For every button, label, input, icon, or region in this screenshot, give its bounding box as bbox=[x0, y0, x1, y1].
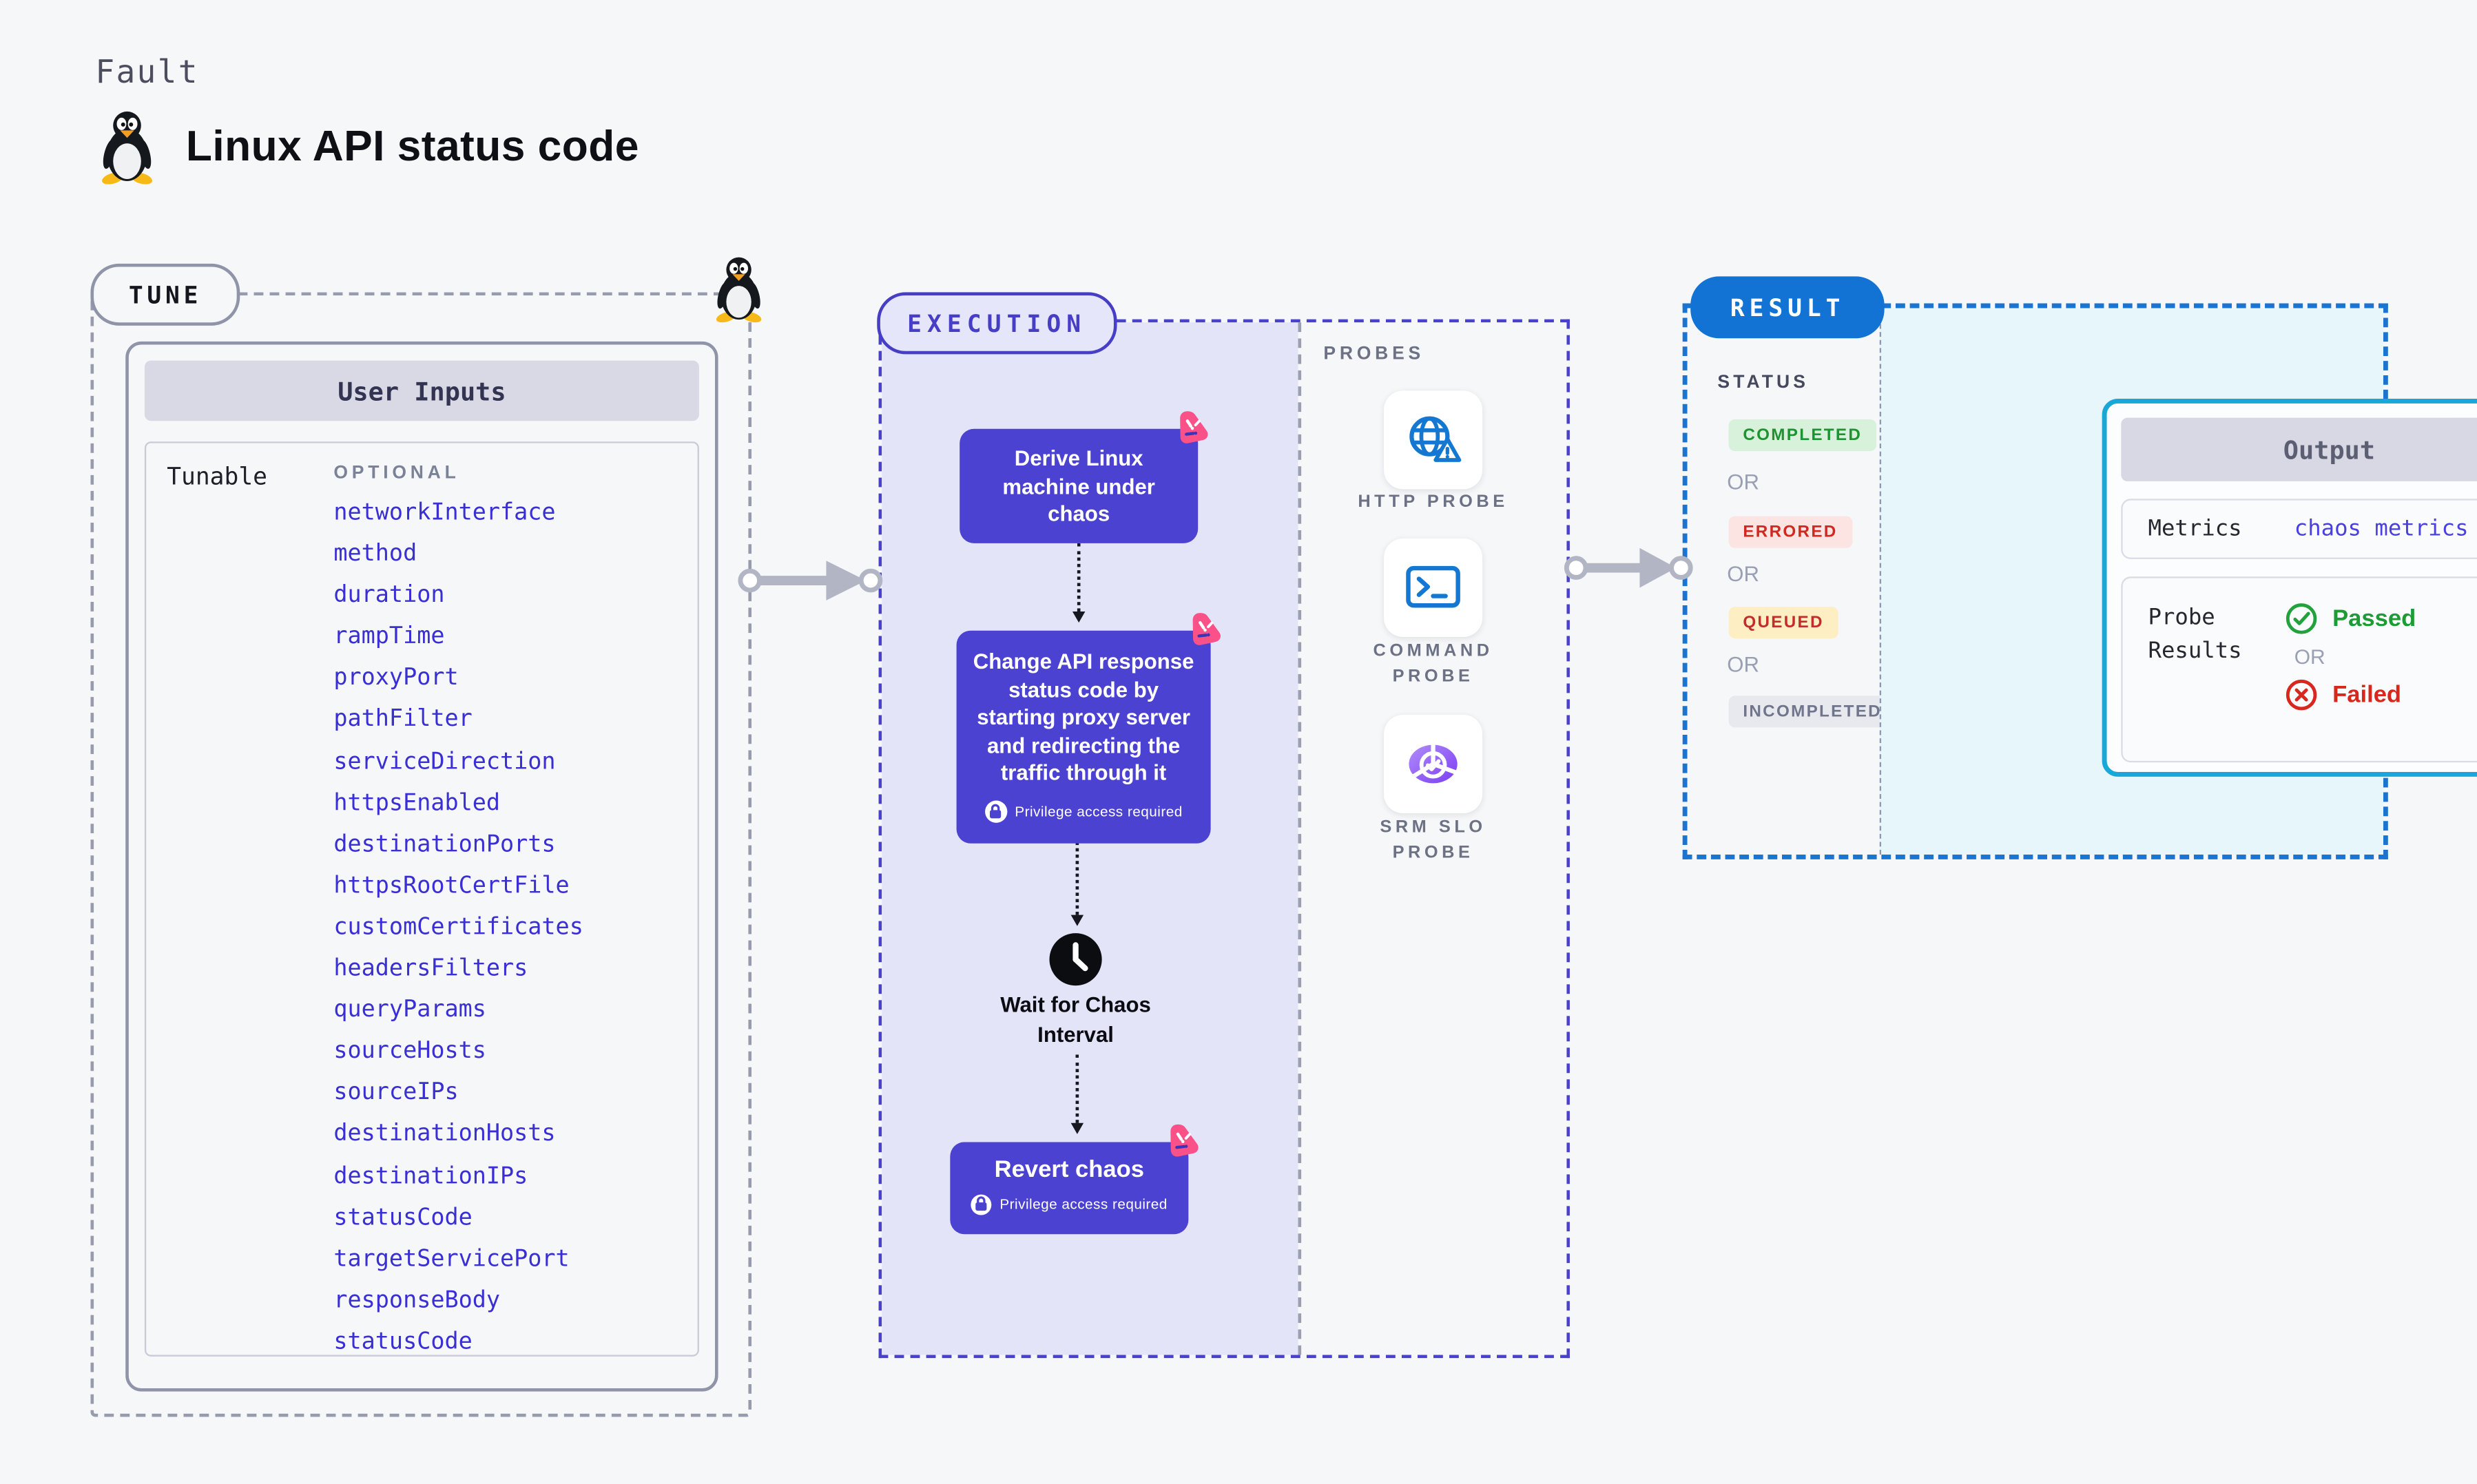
tunable-link[interactable]: httpsRootCertFile bbox=[333, 873, 570, 899]
tune-to-execution-arrow bbox=[738, 561, 883, 600]
terminal-icon bbox=[1406, 565, 1460, 608]
passed-outcome: Passed bbox=[2285, 602, 2416, 635]
user-inputs-title: User Inputs bbox=[144, 360, 699, 421]
tunable-link[interactable]: responseBody bbox=[333, 1288, 501, 1314]
output-panel: Output Metrics chaos metrics Probe Resul… bbox=[2102, 398, 2477, 777]
tunable-row-label: Tunable bbox=[167, 462, 268, 491]
user-inputs-panel: User Inputs Tunable OPTIONAL networkInte… bbox=[125, 341, 718, 1392]
or-separator: OR bbox=[2294, 645, 2325, 669]
tunable-link[interactable]: destinationPorts bbox=[333, 832, 556, 857]
step-inject-chaos: Change API response status code by start… bbox=[956, 613, 1221, 844]
tunable-link[interactable]: proxyPort bbox=[333, 666, 459, 692]
result-badge: RESULT bbox=[1690, 276, 1885, 339]
srm-slo-probe-card bbox=[1384, 714, 1483, 813]
probes-header: PROBES bbox=[1323, 344, 1425, 364]
tunable-link[interactable]: destinationIPs bbox=[333, 1163, 528, 1189]
tunable-link[interactable]: sourceHosts bbox=[333, 1039, 486, 1065]
tunable-link[interactable]: customCertificates bbox=[333, 915, 583, 941]
tunable-link[interactable]: serviceDirection bbox=[333, 749, 556, 775]
tunable-link[interactable]: destinationHosts bbox=[333, 1122, 556, 1148]
tune-badge: TUNE bbox=[90, 263, 240, 326]
tunable-link[interactable]: statusCode bbox=[333, 1204, 473, 1231]
or-separator: OR bbox=[1727, 562, 1759, 587]
result-section: STATUS COMPLETED OR ERRORED OR QUEUED OR… bbox=[1682, 303, 2477, 859]
status-badge-completed: COMPLETED bbox=[1728, 419, 1876, 452]
chaos-fault-icon bbox=[1192, 613, 1221, 645]
lock-icon bbox=[984, 801, 1007, 824]
tunable-link[interactable]: targetServicePort bbox=[333, 1246, 570, 1272]
tunable-link[interactable]: duration bbox=[333, 583, 445, 609]
metrics-label: Metrics bbox=[2148, 516, 2242, 542]
tux-penguin-corner-icon bbox=[716, 257, 762, 323]
flow-connector bbox=[1072, 543, 1085, 623]
srm-slo-probe-label: SRM SLO PROBE bbox=[1380, 817, 1486, 862]
status-column: STATUS COMPLETED OR ERRORED OR QUEUED OR… bbox=[1687, 308, 1896, 855]
tunable-link[interactable]: headersFilters bbox=[333, 956, 528, 982]
tux-penguin-icon bbox=[102, 111, 152, 185]
execution-badge: EXECUTION bbox=[877, 292, 1117, 355]
optional-column-header: OPTIONAL bbox=[333, 463, 460, 483]
http-probe-card bbox=[1384, 390, 1483, 490]
chaos-fault-icon bbox=[1180, 411, 1208, 443]
tunable-link[interactable]: pathFilter bbox=[333, 707, 473, 733]
page-title: Linux API status code bbox=[185, 121, 639, 169]
execution-section: Derive Linux machine under chaos Change … bbox=[878, 319, 1570, 1359]
probe-results-row: Probe Results Passed OR bbox=[2121, 576, 2477, 763]
http-probe-label: HTTP PROBE bbox=[1358, 492, 1509, 512]
lock-icon bbox=[971, 1193, 992, 1215]
status-badge-incompleted: INCOMPLETED bbox=[1728, 696, 1896, 728]
tunable-link[interactable]: statusCode bbox=[333, 1329, 473, 1355]
tunable-link[interactable]: networkInterface bbox=[333, 500, 556, 526]
flow-connector bbox=[1070, 842, 1084, 926]
clock-icon bbox=[1047, 931, 1104, 996]
chaos-fault-icon bbox=[1170, 1124, 1199, 1157]
tunable-link[interactable]: method bbox=[333, 541, 417, 567]
chaos-metrics-link[interactable]: chaos metrics bbox=[2294, 516, 2469, 542]
x-circle-icon bbox=[2286, 679, 2317, 711]
tune-section bbox=[90, 292, 752, 1417]
privilege-note: Privilege access required bbox=[963, 1191, 1176, 1218]
step-derive-machine: Derive Linux machine under chaos bbox=[960, 411, 1208, 543]
tunable-link[interactable]: httpsEnabled bbox=[333, 790, 501, 816]
step-wait-interval: Wait for Chaos Interval bbox=[1000, 992, 1151, 1046]
tunable-link[interactable]: queryParams bbox=[333, 997, 486, 1023]
status-badge-queued: QUEUED bbox=[1728, 607, 1838, 639]
tunable-link[interactable]: sourceIPs bbox=[333, 1080, 459, 1107]
or-separator: OR bbox=[1727, 470, 1759, 494]
tunables-table: Tunable OPTIONAL networkInterface method… bbox=[144, 441, 699, 1357]
title-row: Linux API status code bbox=[95, 108, 639, 185]
probes-area bbox=[1298, 322, 1567, 1355]
status-badge-errored: ERRORED bbox=[1728, 516, 1852, 548]
probes-column: PROBES HTTP PROBE bbox=[1301, 322, 1566, 1355]
output-title: Output bbox=[2121, 417, 2477, 481]
probe-results-label: Probe Results bbox=[2148, 605, 2242, 665]
tunable-link[interactable]: rampTime bbox=[333, 625, 445, 651]
metrics-row: Metrics chaos metrics bbox=[2121, 499, 2477, 559]
fault-kicker: Fault bbox=[95, 52, 199, 91]
flow-connector bbox=[1070, 1054, 1084, 1134]
status-header: STATUS bbox=[1717, 373, 1810, 393]
privilege-note: Privilege access required bbox=[973, 798, 1195, 826]
slo-pie-icon bbox=[1409, 743, 1458, 784]
output-region: Output Metrics chaos metrics Probe Resul… bbox=[1879, 308, 2477, 855]
probes-to-result-arrow bbox=[1564, 547, 1693, 588]
failed-outcome: Failed bbox=[2285, 678, 2416, 711]
command-probe-label: COMMAND PROBE bbox=[1373, 641, 1493, 686]
step-revert-chaos: Revert chaos Privilege access required bbox=[950, 1124, 1199, 1235]
check-circle-icon bbox=[2286, 603, 2317, 634]
globe-alert-icon bbox=[1409, 416, 1462, 462]
or-separator: OR bbox=[1727, 653, 1759, 677]
command-probe-card bbox=[1384, 538, 1483, 637]
